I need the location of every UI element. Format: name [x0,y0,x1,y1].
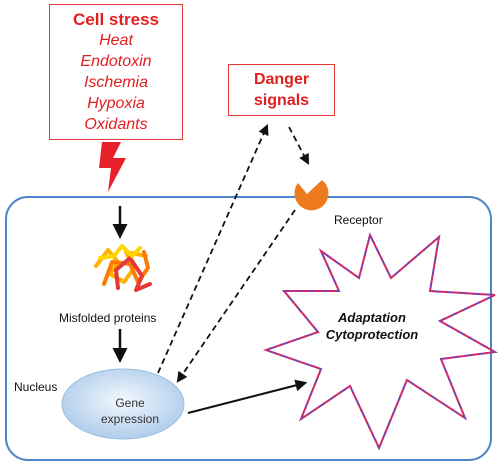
cell-stress-box: Cell stress Heat Endotoxin Ischemia Hypo… [49,4,183,140]
arrow-nucleus-to-danger-signals [157,124,269,374]
nucleus-label: Nucleus [14,380,58,394]
misfolded-proteins-label: Misfolded proteins [59,311,157,325]
cell-stress-title: Cell stress [73,10,159,29]
cytoprotection-label: Cytoprotection [325,327,419,342]
adaptation-starburst [262,232,499,451]
arrow-nucleus-to-adaptation [187,379,308,414]
cell-membrane [5,196,492,461]
nucleus [61,368,185,440]
stress-item-hypoxia: Hypoxia [87,95,145,112]
adaptation-label: Adaptation [338,310,406,325]
gene-expression-label: Gene expression [94,395,166,427]
danger-signals-box: Danger signals [228,64,335,116]
gene-expression-line1: Gene [115,396,145,410]
stress-item-oxidants: Oxidants [84,116,148,133]
stress-item-heat: Heat [99,32,133,49]
misfolded-protein-icon [94,244,152,292]
gene-expression-line2: expression [100,412,160,426]
stress-item-ischemia: Ischemia [83,74,149,91]
receptor-icon [294,180,329,211]
adaptation-cytoprotection-label: Adaptation Cytoprotection [317,309,427,343]
danger-signals-line2: signals [253,92,310,109]
stress-item-endotoxin: Endotoxin [80,53,152,70]
arrow-danger-signals-to-receptor [288,126,310,165]
danger-signals-line1: Danger [253,71,310,88]
arrow-receptor-to-nucleus [176,209,296,383]
lightning-icon [99,142,126,192]
receptor-label: Receptor [334,213,383,227]
adaptation-starburst-overlay [262,232,499,451]
